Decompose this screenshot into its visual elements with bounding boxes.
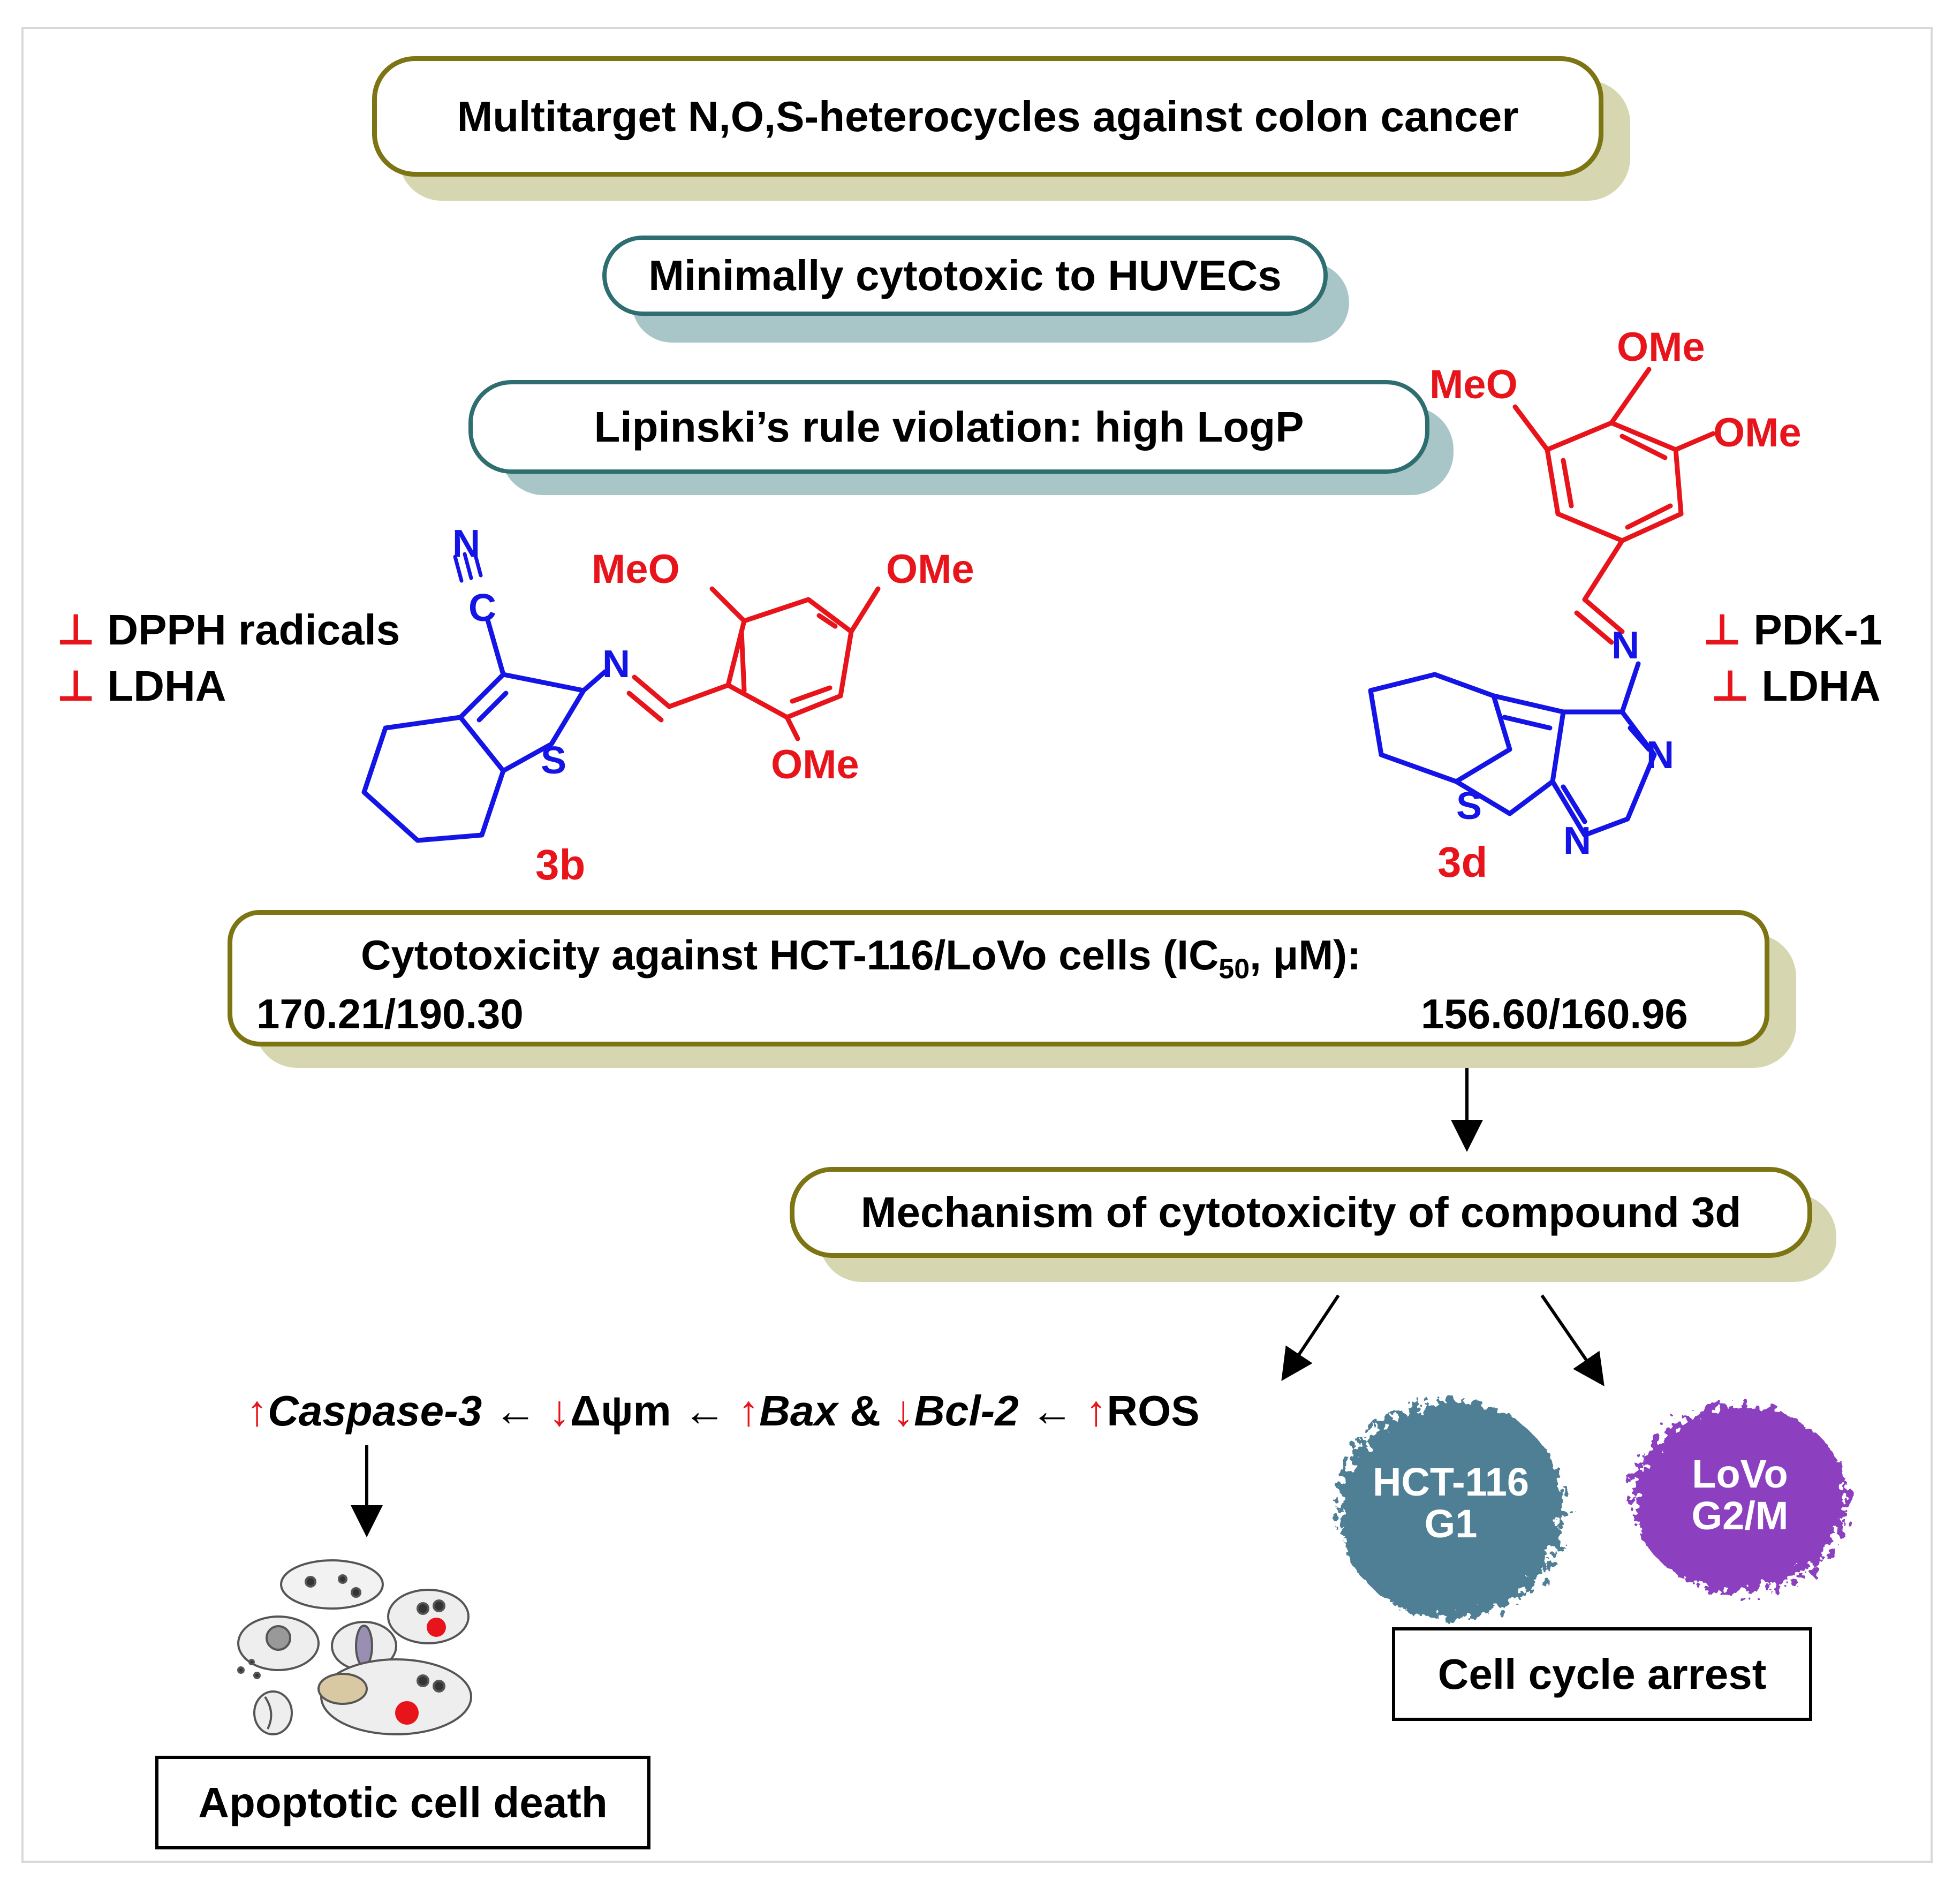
- ic50-3d: 156.60/160.96: [1421, 990, 1688, 1037]
- structure-3b: [361, 549, 881, 843]
- label-caspase: Caspase-3: [268, 1387, 482, 1435]
- atom-3d-ring-n2: N: [1563, 820, 1591, 862]
- label-mechanism: Mechanism of cytotoxicity of compound 3d: [860, 1188, 1742, 1236]
- atom-3b-nitrile-n: N: [452, 522, 480, 565]
- atom-3d-imine-n: N: [1611, 624, 1639, 667]
- flow-arrows: [351, 1065, 1605, 1537]
- atom-3d-ring-n1: N: [1646, 734, 1674, 777]
- atom-3b-s: S: [541, 739, 567, 782]
- box-mechanism: Mechanism of cytotoxicity of compound 3d: [790, 1167, 1812, 1258]
- atom-3b-meo: MeO: [592, 547, 680, 592]
- label-dpsi: Δψm: [570, 1387, 671, 1435]
- bax-up-arrow: ↑: [738, 1387, 760, 1435]
- label-bcl2: Bcl-2: [914, 1387, 1019, 1435]
- box-cytotoxicity: Cytotoxicity against HCT-116/LoVo cells …: [228, 910, 1769, 1046]
- label-apoptotic-cell-death: Apoptotic cell death: [198, 1778, 608, 1826]
- box-cell-cycle-arrest: Cell cycle arrest: [1392, 1627, 1812, 1721]
- hct116-cell: [1338, 1400, 1563, 1619]
- title-multitarget: Multitarget N,O,S-heterocycles against c…: [457, 92, 1519, 140]
- title-box-multitarget: Multitarget N,O,S-heterocycles against c…: [372, 56, 1603, 177]
- target-3d-ldha: ⊥ LDHA: [1711, 662, 1881, 710]
- atom-3d-s: S: [1456, 785, 1482, 828]
- label-lipinski: Lipinski’s rule violation: high LogP: [594, 403, 1304, 451]
- target-3b-ldha: ⊥ LDHA: [56, 662, 226, 710]
- cyclohexane-ring-3b: [361, 715, 506, 843]
- compound-label-3b: 3b: [535, 841, 586, 889]
- atom-3d-meo: MeO: [1429, 362, 1518, 407]
- atom-3b-ome-bottom: OMe: [771, 742, 859, 787]
- label-cell-cycle-arrest: Cell cycle arrest: [1437, 1650, 1767, 1698]
- cytotoxicity-heading: Cytotoxicity against HCT-116/LoVo cells …: [361, 931, 1361, 985]
- atom-3d-ome-right: OMe: [1713, 410, 1802, 456]
- arrow-to-cell-cycle: [1540, 1294, 1605, 1386]
- apoptotic-cells-illustration: [237, 1559, 472, 1735]
- cyclohexane-ring-3d: [1368, 672, 1512, 784]
- dpsi-down-arrow: ↓: [548, 1387, 570, 1435]
- pyrimidine-ring-3d: [1550, 709, 1657, 838]
- compound-label-3d: 3d: [1437, 838, 1488, 886]
- figure-frame: [21, 27, 1933, 1863]
- bcl2-down-arrow: ↓: [892, 1387, 914, 1435]
- pathway-chain: ↑Caspase-3 ← ↓Δψm ← ↑Bax & ↓Bcl-2 ← ↑ROS: [246, 1387, 1200, 1435]
- cell-blobs: [1338, 1400, 1847, 1619]
- ic50-3b: 170.21/190.30: [256, 990, 524, 1037]
- label-huvec: Minimally cytotoxic to HUVECs: [648, 252, 1282, 299]
- target-3d-pdk1: ⊥ PDK-1: [1702, 606, 1882, 654]
- benzene-ring-3b: [667, 597, 854, 720]
- box-lipinski: Lipinski’s rule violation: high LogP: [468, 380, 1429, 474]
- atom-3b-imine-n: N: [602, 643, 630, 686]
- structure-3d: [1368, 367, 1716, 838]
- label-ros: ROS: [1107, 1387, 1200, 1435]
- atom-3b-nitrile-c: C: [468, 587, 496, 629]
- label-bax: Bax: [759, 1387, 838, 1435]
- atom-3b-ome-right: OMe: [886, 547, 974, 592]
- arrow-to-ros: [1281, 1294, 1340, 1381]
- lovo-cell: [1633, 1405, 1847, 1592]
- atom-3d-ome-top: OMe: [1617, 324, 1705, 370]
- target-3b-dpph: ⊥ DPPH radicals: [56, 606, 400, 654]
- box-huvec: Minimally cytotoxic to HUVECs: [602, 236, 1328, 316]
- caspase-up-arrow: ↑: [246, 1387, 268, 1435]
- box-apoptotic-cell-death: Apoptotic cell death: [155, 1756, 650, 1849]
- ros-up-arrow: ↑: [1085, 1387, 1107, 1435]
